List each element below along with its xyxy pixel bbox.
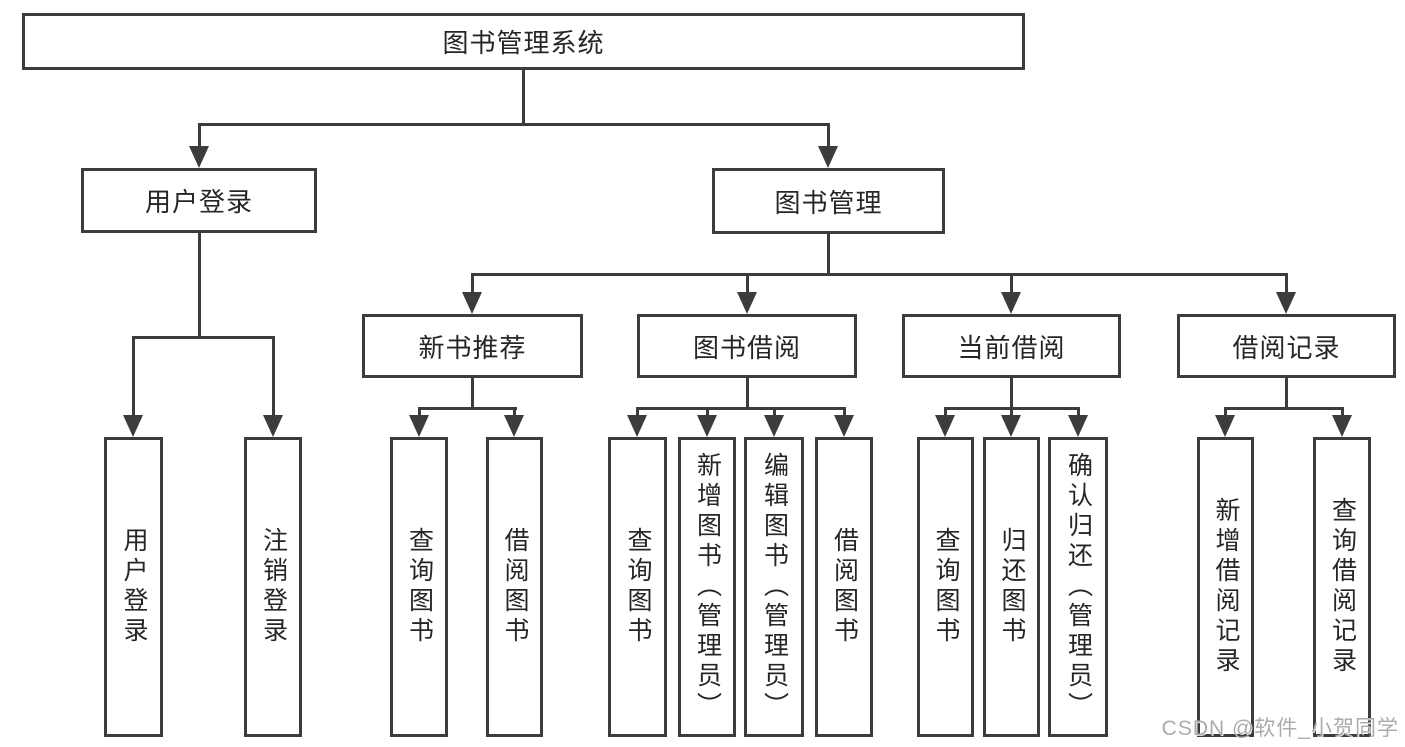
node-book-management-label: 图书管理 [774, 187, 883, 218]
connector-book-mgmt-bar [471, 273, 1288, 276]
arrow-down-icon [764, 415, 784, 437]
arrow-down-icon [462, 292, 482, 314]
connector-root-stem [522, 70, 525, 123]
arrow-down-icon [627, 415, 647, 437]
node-user-login: 用户登录 [81, 168, 317, 233]
leaf-query-book-current: 查询图书 [917, 437, 974, 737]
leaf-borrow-book-label: 借阅图书 [830, 527, 859, 647]
node-current-borrow: 当前借阅 [902, 314, 1121, 378]
leaf-query-book-borrow: 查询图书 [608, 437, 667, 737]
connector-to-book-mgmt [827, 123, 830, 150]
arrow-down-icon [737, 292, 757, 314]
arrow-down-icon [697, 415, 717, 437]
arrow-down-icon [409, 415, 429, 437]
connector-bar [636, 407, 846, 410]
arrow-down-icon [189, 146, 209, 168]
leaf-user-login: 用户登录 [104, 437, 163, 737]
arrow-down-icon [123, 415, 143, 437]
leaf-add-borrow-record-label: 新增借阅记录 [1212, 497, 1240, 677]
connector-to-leaf [944, 407, 947, 418]
arrow-down-icon [834, 415, 854, 437]
connector-to-l3 [471, 273, 474, 294]
connector-to-leaf [706, 407, 709, 418]
leaf-borrow-book: 借阅图书 [815, 437, 873, 737]
arrow-down-icon [1068, 415, 1088, 437]
node-new-book-recommend-label: 新书推荐 [418, 332, 527, 363]
node-root: 图书管理系统 [22, 13, 1025, 70]
leaf-logout-label: 注销登录 [259, 527, 288, 647]
connector-to-leaf [513, 407, 516, 418]
arrow-down-icon [1332, 415, 1352, 437]
leaf-confirm-return-admin: 确认归还（管理员） [1048, 437, 1108, 737]
node-borrow-records-label: 借阅记录 [1232, 332, 1341, 363]
connector-to-leaf [1341, 407, 1344, 418]
node-book-borrow-label: 图书借阅 [692, 332, 801, 363]
leaf-edit-book-admin: 编辑图书（管理员） [744, 437, 804, 737]
connector-to-leaf [843, 407, 846, 418]
leaf-return-book: 归还图书 [983, 437, 1040, 737]
leaf-add-book-admin-label: 新增图书（管理员） [693, 452, 722, 722]
connector-to-leaf [418, 407, 421, 418]
leaf-add-borrow-record: 新增借阅记录 [1197, 437, 1254, 737]
leaf-query-borrow-record-label: 查询借阅记录 [1328, 497, 1357, 677]
node-book-borrow: 图书借阅 [637, 314, 857, 378]
connector-user-login-bar [132, 336, 275, 339]
node-root-label: 图书管理系统 [442, 28, 605, 58]
arrow-down-icon [935, 415, 955, 437]
leaf-edit-book-admin-label: 编辑图书（管理员） [760, 452, 789, 722]
leaf-borrow-book-recommend-label: 借阅图书 [501, 527, 529, 647]
leaf-add-book-admin: 新增图书（管理员） [678, 437, 736, 737]
connector-to-leaf [272, 336, 275, 417]
connector-book-mgmt-stem [827, 234, 830, 275]
arrow-down-icon [1001, 292, 1021, 314]
leaf-query-borrow-record: 查询借阅记录 [1313, 437, 1371, 737]
arrow-down-icon [1276, 292, 1296, 314]
connector-to-l3 [1285, 273, 1288, 294]
connector-stem [1010, 378, 1013, 409]
connector-to-leaf [773, 407, 776, 418]
arrow-down-icon [263, 415, 283, 437]
leaf-return-book-label: 归还图书 [998, 527, 1026, 647]
connector-to-leaf [1224, 407, 1227, 418]
arrow-down-icon [1215, 415, 1235, 437]
connector-to-l3 [746, 273, 749, 294]
node-user-login-label: 用户登录 [144, 187, 253, 217]
leaf-logout: 注销登录 [244, 437, 302, 737]
connector-to-leaf [636, 407, 639, 418]
connector-to-l3 [1010, 273, 1013, 294]
connector-user-login-stem [198, 233, 201, 336]
connector-root-bar [198, 123, 830, 126]
arrow-down-icon [818, 146, 838, 168]
arrow-down-icon [1001, 415, 1021, 437]
arrow-down-icon [504, 415, 524, 437]
node-current-borrow-label: 当前借阅 [957, 332, 1066, 363]
connector-to-leaf [1077, 407, 1080, 418]
connector-to-leaf [1010, 407, 1013, 418]
csdn-watermark: CSDN @软件_小贺同学 [1161, 717, 1399, 740]
leaf-query-book-borrow-label: 查询图书 [624, 527, 652, 647]
leaf-user-login-label: 用户登录 [120, 527, 148, 647]
node-new-book-recommend: 新书推荐 [362, 314, 583, 378]
connector-bar [418, 407, 517, 410]
leaf-borrow-book-recommend: 借阅图书 [486, 437, 543, 737]
leaf-query-book-recommend: 查询图书 [390, 437, 448, 737]
connector-stem [1285, 378, 1288, 409]
node-borrow-records: 借阅记录 [1177, 314, 1396, 378]
leaf-query-book-recommend-label: 查询图书 [405, 527, 434, 647]
leaf-query-book-current-label: 查询图书 [932, 527, 960, 647]
connector-stem [471, 378, 474, 409]
leaf-confirm-return-admin-label: 确认归还（管理员） [1064, 452, 1093, 722]
connector-to-user-login [198, 123, 201, 150]
connector-to-leaf [132, 336, 135, 417]
connector-stem [746, 378, 749, 409]
node-book-management: 图书管理 [712, 168, 945, 234]
connector-bar [1224, 407, 1344, 410]
